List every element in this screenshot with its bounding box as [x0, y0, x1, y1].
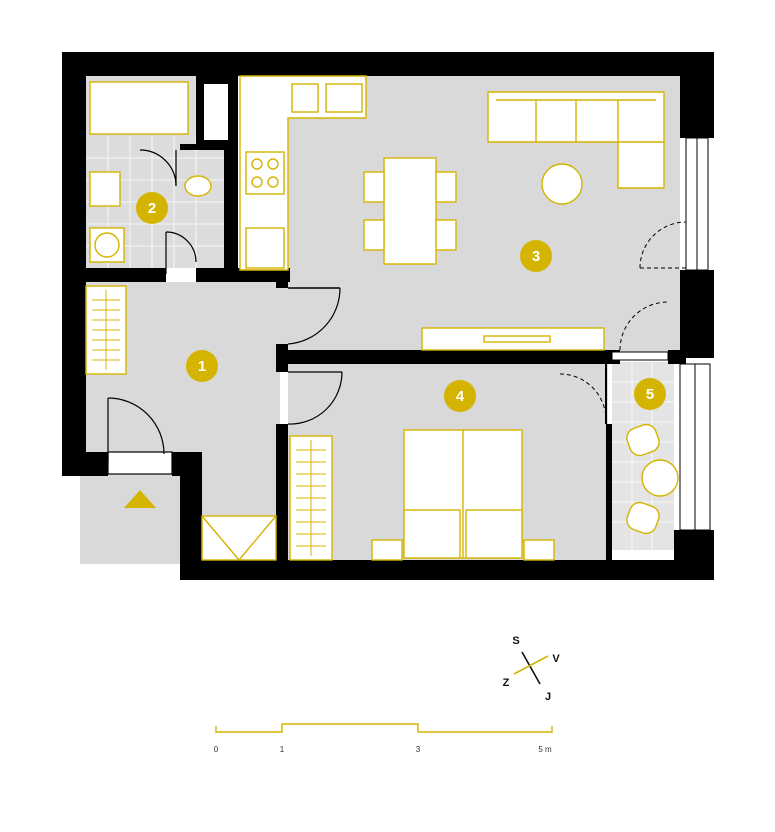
compass-south-label: J [545, 691, 551, 703]
wall-hall-lower-left [180, 452, 202, 580]
wall-right-mid [680, 270, 714, 358]
fridge [245, 227, 285, 269]
nightstand-right [523, 539, 555, 561]
room-badge-3: 3 [520, 240, 552, 272]
room-badge-4: 4 [444, 380, 476, 412]
wall-right-lower [674, 530, 714, 580]
coffee-table [541, 163, 583, 205]
room-label-4: 4 [456, 388, 465, 405]
cooktop [245, 151, 285, 195]
room-badge-1: 1 [186, 350, 218, 382]
window-loggia-top [611, 351, 669, 361]
loggia-chair-1 [626, 423, 660, 457]
wardrobe-lines [92, 290, 326, 556]
toilet [184, 175, 212, 197]
washbasin [89, 171, 121, 207]
scale-bar: 0 1 3 5 m [214, 723, 553, 754]
scale-tick-1: 1 [280, 745, 285, 754]
scale-tick-3: 3 [416, 745, 421, 754]
dining-table [383, 157, 437, 265]
loggia-table [641, 459, 679, 497]
room-badge-5: 5 [634, 378, 666, 410]
wall-bath-bottom-right [196, 268, 290, 282]
kitchen-counter [239, 75, 367, 271]
hall-cabinet [201, 515, 277, 561]
wall-right-upper [680, 52, 714, 138]
room-label-5: 5 [646, 386, 654, 403]
scale-tick-5: 5 m [538, 745, 552, 754]
wall-hall-right-upper [276, 282, 288, 288]
scale-tick-0: 0 [214, 745, 219, 754]
wall-entrance-left [62, 452, 108, 476]
shower [89, 81, 189, 135]
wall-bath-bottom [86, 268, 166, 282]
loggia-chair-2 [626, 501, 660, 535]
room-label-3: 3 [532, 248, 540, 265]
wall-bedroom-loggia [606, 424, 612, 564]
room-badge-2: 2 [136, 192, 168, 224]
dish-rack [325, 83, 363, 113]
wall-left [62, 52, 86, 476]
walls [62, 52, 714, 580]
entrance-arrow-icon [124, 490, 156, 508]
compass-icon: S V J Z [503, 635, 561, 703]
doors [107, 149, 343, 475]
sink [291, 83, 319, 113]
wall-living-bedroom [288, 350, 620, 364]
shaft-inner [204, 84, 228, 140]
wall-loggia-corner [668, 350, 686, 364]
windows [611, 137, 711, 531]
compass-north-label: S [512, 635, 519, 647]
wall-shaft-bottom [180, 144, 236, 150]
compass-east-label: V [552, 653, 560, 665]
wall-bottom [180, 560, 714, 580]
floors [80, 76, 680, 564]
room-label-2: 2 [148, 200, 156, 217]
wall-hall-right-mid [276, 344, 288, 372]
compass-west-label: Z [503, 677, 510, 689]
wall-top [62, 52, 714, 76]
nightstand-left [371, 539, 403, 561]
wall-hall-right-lower [276, 424, 288, 580]
room-label-1: 1 [198, 358, 206, 375]
